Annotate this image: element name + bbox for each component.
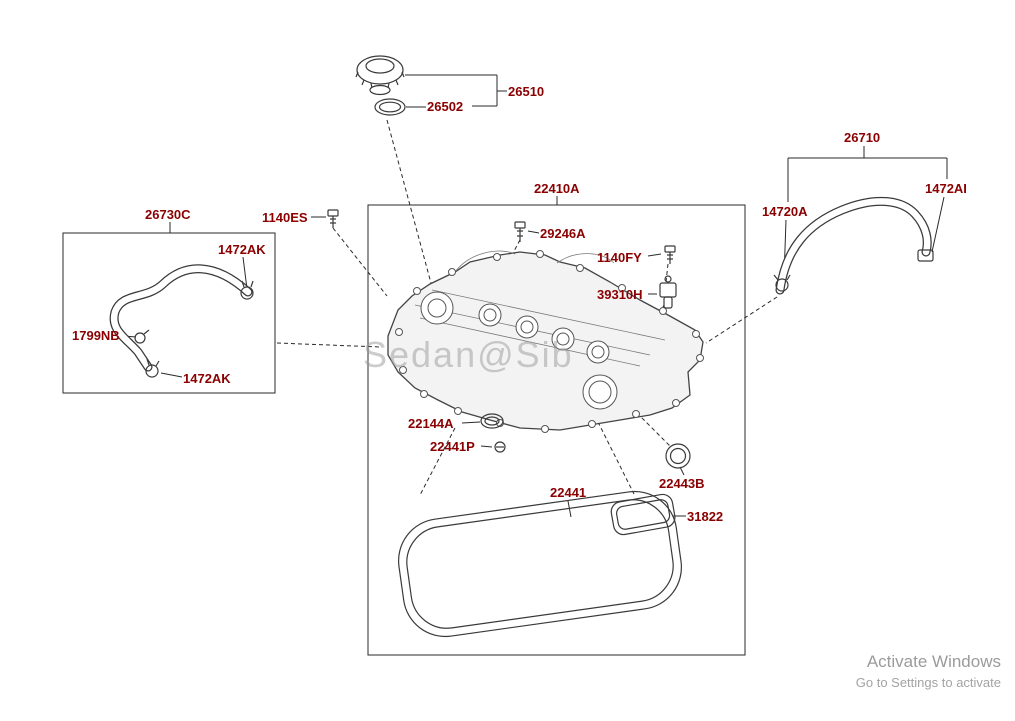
bolt-29246A (514, 221, 526, 242)
plug-22441P (494, 441, 506, 453)
part-label-26510: 26510 (508, 84, 545, 99)
activate-windows-overlay: Activate Windows Go to Settings to activ… (856, 652, 1001, 690)
camshaft-sensor (659, 275, 677, 309)
activate-windows-subtitle: Go to Settings to activate (855, 675, 1001, 690)
breather-hose (773, 196, 934, 295)
pcv-hose-assembly (109, 264, 254, 378)
part-label-1472AK-bottom: 1472AK (183, 371, 231, 386)
part-label-1472AK-top: 1472AK (218, 242, 266, 257)
part-label-1472AI: 1472AI (925, 181, 967, 196)
part-label-26710: 26710 (844, 130, 881, 145)
rocker-cover-gasket (397, 490, 683, 638)
bolt-1140FY (664, 245, 676, 264)
valve-cover (387, 250, 704, 433)
part-label-26730C: 26730C (145, 207, 191, 222)
activate-windows-title: Activate Windows (866, 652, 1001, 671)
small-gasket-31822 (610, 493, 676, 536)
seal-22144A (480, 413, 504, 429)
cap-oring (374, 98, 406, 116)
oil-filler-cap (355, 55, 405, 96)
part-label-22441: 22441 (550, 485, 587, 500)
part-label-22144A: 22144A (408, 416, 454, 431)
seal-22443B (665, 443, 691, 469)
bolt-1140ES (327, 209, 339, 228)
part-label-29246A: 29246A (540, 226, 586, 241)
part-label-1140FY: 1140FY (597, 250, 642, 265)
frame-boxes (62, 204, 746, 656)
part-label-31822: 31822 (687, 509, 724, 524)
part-label-14720A: 14720A (762, 204, 808, 219)
part-label-39310H: 39310H (597, 287, 643, 302)
part-label-26502: 26502 (427, 99, 464, 114)
part-label-22410A: 22410A (534, 181, 580, 196)
part-label-22443B: 22443B (659, 476, 705, 491)
part-label-1140ES: 1140ES (262, 210, 308, 225)
part-label-22441P: 22441P (430, 439, 475, 454)
part-label-1799NB: 1799NB (72, 328, 120, 343)
